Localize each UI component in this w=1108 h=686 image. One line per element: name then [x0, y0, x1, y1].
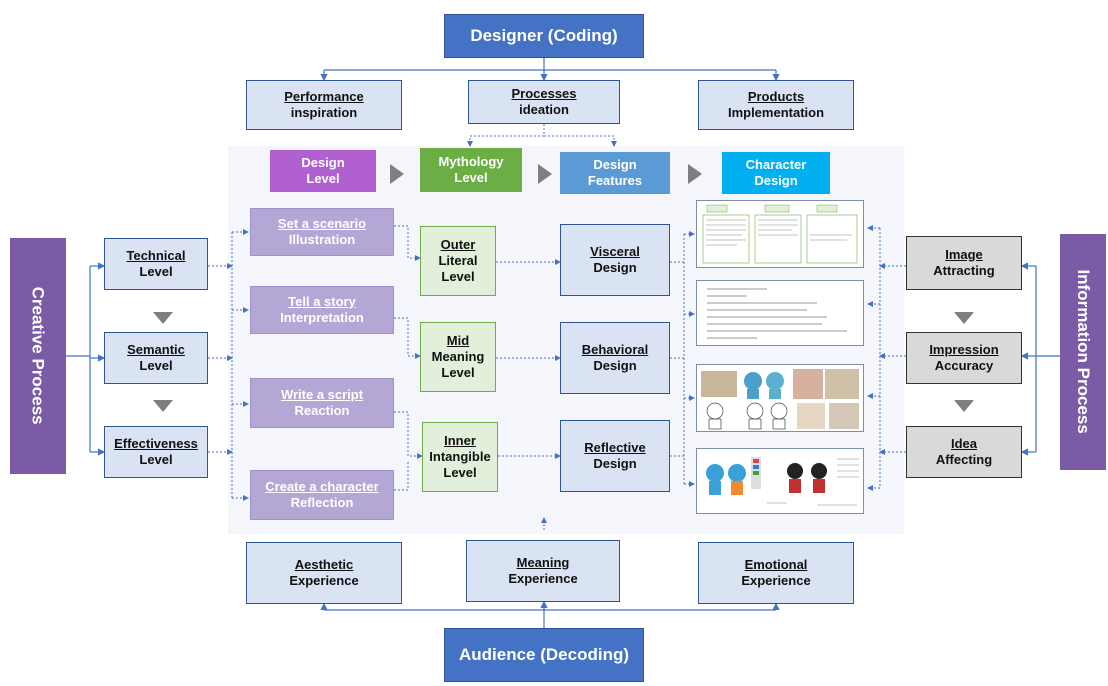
- myth-inner-title: Inner: [444, 432, 476, 448]
- header-character-design-line1: Character: [745, 156, 807, 172]
- myth-outer-l3: Level: [441, 269, 475, 285]
- emotional-sub: Experience: [741, 573, 811, 588]
- technical-sub: Level: [139, 264, 173, 279]
- header-design-level: Design Level: [270, 150, 376, 192]
- level-effectiveness: Effectiveness Level: [104, 426, 208, 478]
- technical-title: Technical: [126, 247, 186, 263]
- header-design-features: Design Features: [560, 152, 670, 194]
- info-idea-sub: Affecting: [935, 452, 993, 467]
- step-set-scenario-title: Set a scenario: [277, 215, 367, 231]
- info-image: Image Attracting: [906, 236, 1022, 290]
- step-write-script: Write a script Reaction: [250, 378, 394, 428]
- info-idea: Idea Affecting: [906, 426, 1022, 478]
- myth-mid: Mid Meaning Level: [420, 322, 496, 392]
- myth-mid-title: Mid: [446, 332, 470, 348]
- header-design-features-line1: Design: [593, 156, 637, 172]
- step-set-scenario: Set a scenario Illustration: [250, 208, 394, 256]
- top-box-products: Products Implementation: [698, 80, 854, 130]
- feature-visceral-title: Visceral: [590, 243, 640, 259]
- info-image-sub: Attracting: [933, 263, 995, 278]
- step-set-scenario-sub: Illustration: [288, 232, 356, 247]
- info-image-title: Image: [945, 246, 983, 262]
- audience-label: Audience (Decoding): [458, 645, 629, 665]
- step-create-character-title: Create a character: [265, 478, 379, 494]
- header-mythology-level-line2: Level: [454, 170, 488, 185]
- audience-box: Audience (Decoding): [444, 628, 644, 682]
- bottom-box-emotional: Emotional Experience: [698, 542, 854, 604]
- feature-behavioral: Behavioral Design: [560, 322, 670, 394]
- top-box-processes: Processes ideation: [468, 80, 620, 124]
- semantic-sub: Level: [139, 358, 173, 373]
- creative-process-label: Creative Process: [28, 287, 48, 425]
- meaning-sub: Experience: [508, 571, 578, 586]
- creative-process-bar: Creative Process: [10, 238, 66, 474]
- aesthetic-title: Aesthetic: [294, 556, 354, 572]
- myth-inner: Inner Intangible Level: [422, 422, 498, 492]
- level-semantic: Semantic Level: [104, 332, 208, 384]
- thumbnail-character-sheet: [696, 448, 864, 514]
- feature-reflective: Reflective Design: [560, 420, 670, 492]
- processes-title: Processes: [511, 85, 577, 101]
- level-technical: Technical Level: [104, 238, 208, 290]
- effectiveness-sub: Level: [139, 452, 173, 467]
- step-tell-story: Tell a story Interpretation: [250, 286, 394, 334]
- information-process-label: Information Process: [1073, 269, 1093, 435]
- myth-outer-l2: Literal: [438, 252, 478, 268]
- header-design-level-line1: Design: [301, 154, 345, 170]
- meaning-title: Meaning: [516, 554, 570, 570]
- header-design-level-line2: Level: [306, 171, 340, 186]
- header-mythology-level: Mythology Level: [420, 148, 522, 192]
- myth-mid-l2: Meaning: [431, 348, 485, 364]
- myth-outer: Outer Literal Level: [420, 226, 496, 296]
- step-create-character: Create a character Reflection: [250, 470, 394, 520]
- performance-sub: inspiration: [290, 105, 358, 120]
- aesthetic-sub: Experience: [289, 573, 359, 588]
- thumbnail-sketches: [696, 364, 864, 432]
- thumbnail-story-text: [696, 280, 864, 346]
- header-character-design-line2: Design: [754, 173, 798, 188]
- info-impression: Impression Accuracy: [906, 332, 1022, 384]
- semantic-title: Semantic: [127, 341, 185, 357]
- step-tell-story-title: Tell a story: [288, 293, 356, 309]
- header-design-features-line2: Features: [587, 173, 643, 188]
- myth-inner-l3: Level: [443, 465, 477, 481]
- bottom-box-meaning: Meaning Experience: [466, 540, 620, 602]
- products-sub: Implementation: [727, 105, 825, 120]
- header-character-design: Character Design: [722, 152, 830, 194]
- feature-behavioral-sub: Design: [593, 358, 637, 373]
- emotional-title: Emotional: [744, 556, 808, 572]
- designer-box: Designer (Coding): [444, 14, 644, 58]
- products-title: Products: [747, 88, 805, 104]
- bottom-box-aesthetic: Aesthetic Experience: [246, 542, 402, 604]
- top-box-performance: Performance inspiration: [246, 80, 402, 130]
- processes-sub: ideation: [519, 102, 569, 117]
- feature-visceral-sub: Design: [593, 260, 637, 275]
- myth-outer-title: Outer: [440, 236, 476, 252]
- designer-label: Designer (Coding): [470, 26, 618, 46]
- info-idea-title: Idea: [950, 435, 977, 451]
- step-write-script-title: Write a script: [280, 386, 364, 402]
- feature-behavioral-title: Behavioral: [581, 341, 649, 357]
- feature-reflective-sub: Design: [593, 456, 637, 471]
- step-write-script-sub: Reaction: [294, 403, 350, 418]
- myth-inner-l2: Intangible: [429, 448, 491, 464]
- effectiveness-title: Effectiveness: [114, 435, 198, 451]
- feature-visceral: Visceral Design: [560, 224, 670, 296]
- feature-reflective-title: Reflective: [584, 439, 646, 455]
- step-create-character-sub: Reflection: [290, 495, 354, 510]
- performance-title: Performance: [284, 88, 364, 104]
- step-tell-story-sub: Interpretation: [280, 310, 364, 325]
- info-impression-sub: Accuracy: [934, 358, 994, 373]
- thumbnail-scenario-table: [696, 200, 864, 268]
- myth-mid-l3: Level: [441, 365, 475, 381]
- info-impression-title: Impression: [929, 341, 999, 357]
- header-mythology-level-line1: Mythology: [438, 153, 504, 169]
- information-process-bar: Information Process: [1060, 234, 1106, 470]
